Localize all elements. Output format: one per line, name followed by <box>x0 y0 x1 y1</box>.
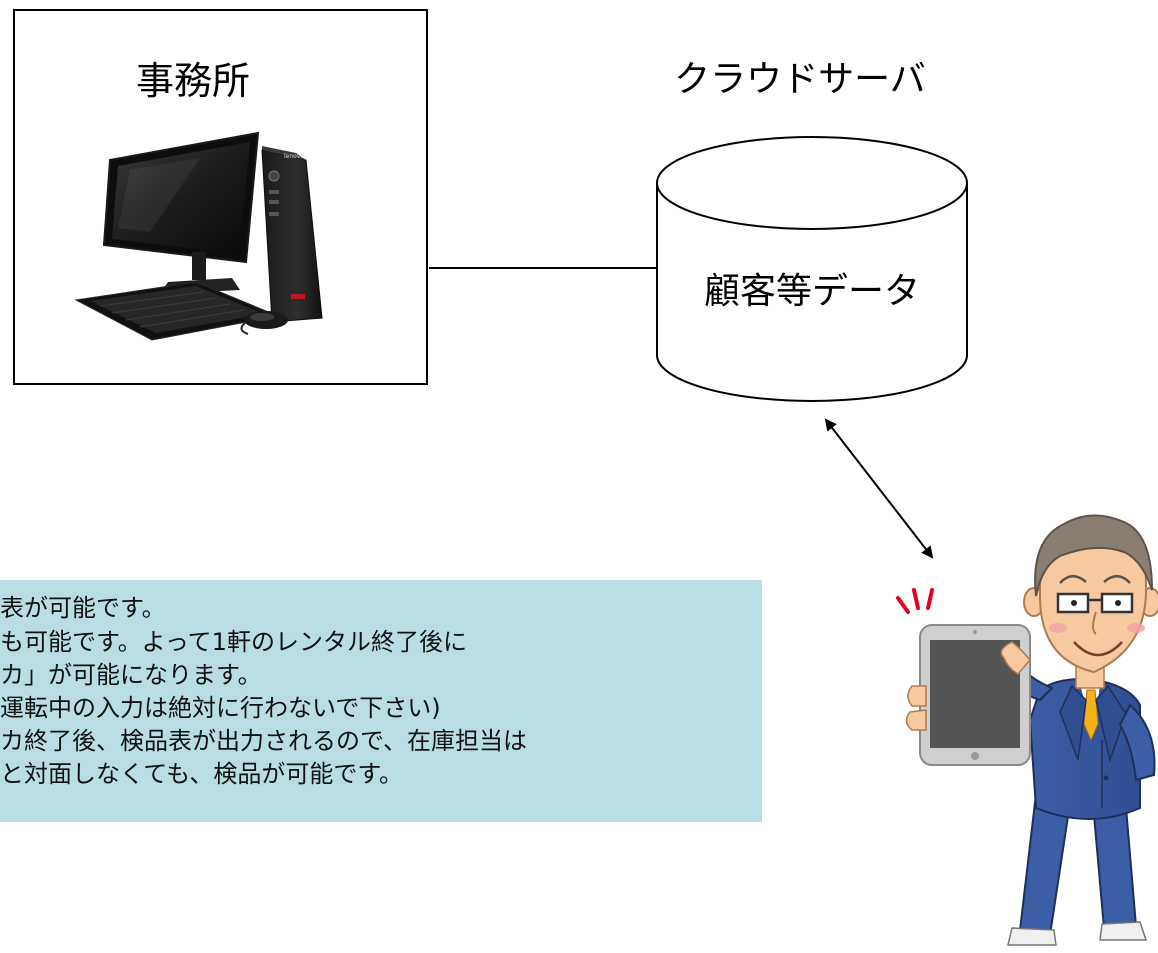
info-line-4: 運転中の入力は絶対に行わないで下さい) <box>0 694 441 722</box>
info-line-5: カ終了後、検品表が出力されるので、在庫担当は <box>0 727 528 755</box>
sync-arrow <box>824 418 934 559</box>
info-line-3: カ」が可能になります。 <box>0 661 262 689</box>
database-label: 顧客等データ <box>703 271 920 312</box>
info-line-1: 表が可能です。 <box>0 594 166 622</box>
info-note-box: 表が可能です。 も可能です。よって1軒のレンタル終了後に カ」が可能になります。… <box>0 580 762 822</box>
desktop-computer-icon: lenovo <box>74 131 323 341</box>
cloud-server-label: クラウドサーバ <box>674 59 926 100</box>
database-cylinder-icon <box>656 136 968 402</box>
businessman-with-tablet-icon <box>896 514 1158 946</box>
svg-text:lenovo: lenovo <box>284 153 304 160</box>
office-label: 事務所 <box>135 59 250 103</box>
info-line-2: も可能です。よって1軒のレンタル終了後に <box>0 628 467 656</box>
info-line-6: と対面しなくても、検品が可能です。 <box>0 760 403 788</box>
